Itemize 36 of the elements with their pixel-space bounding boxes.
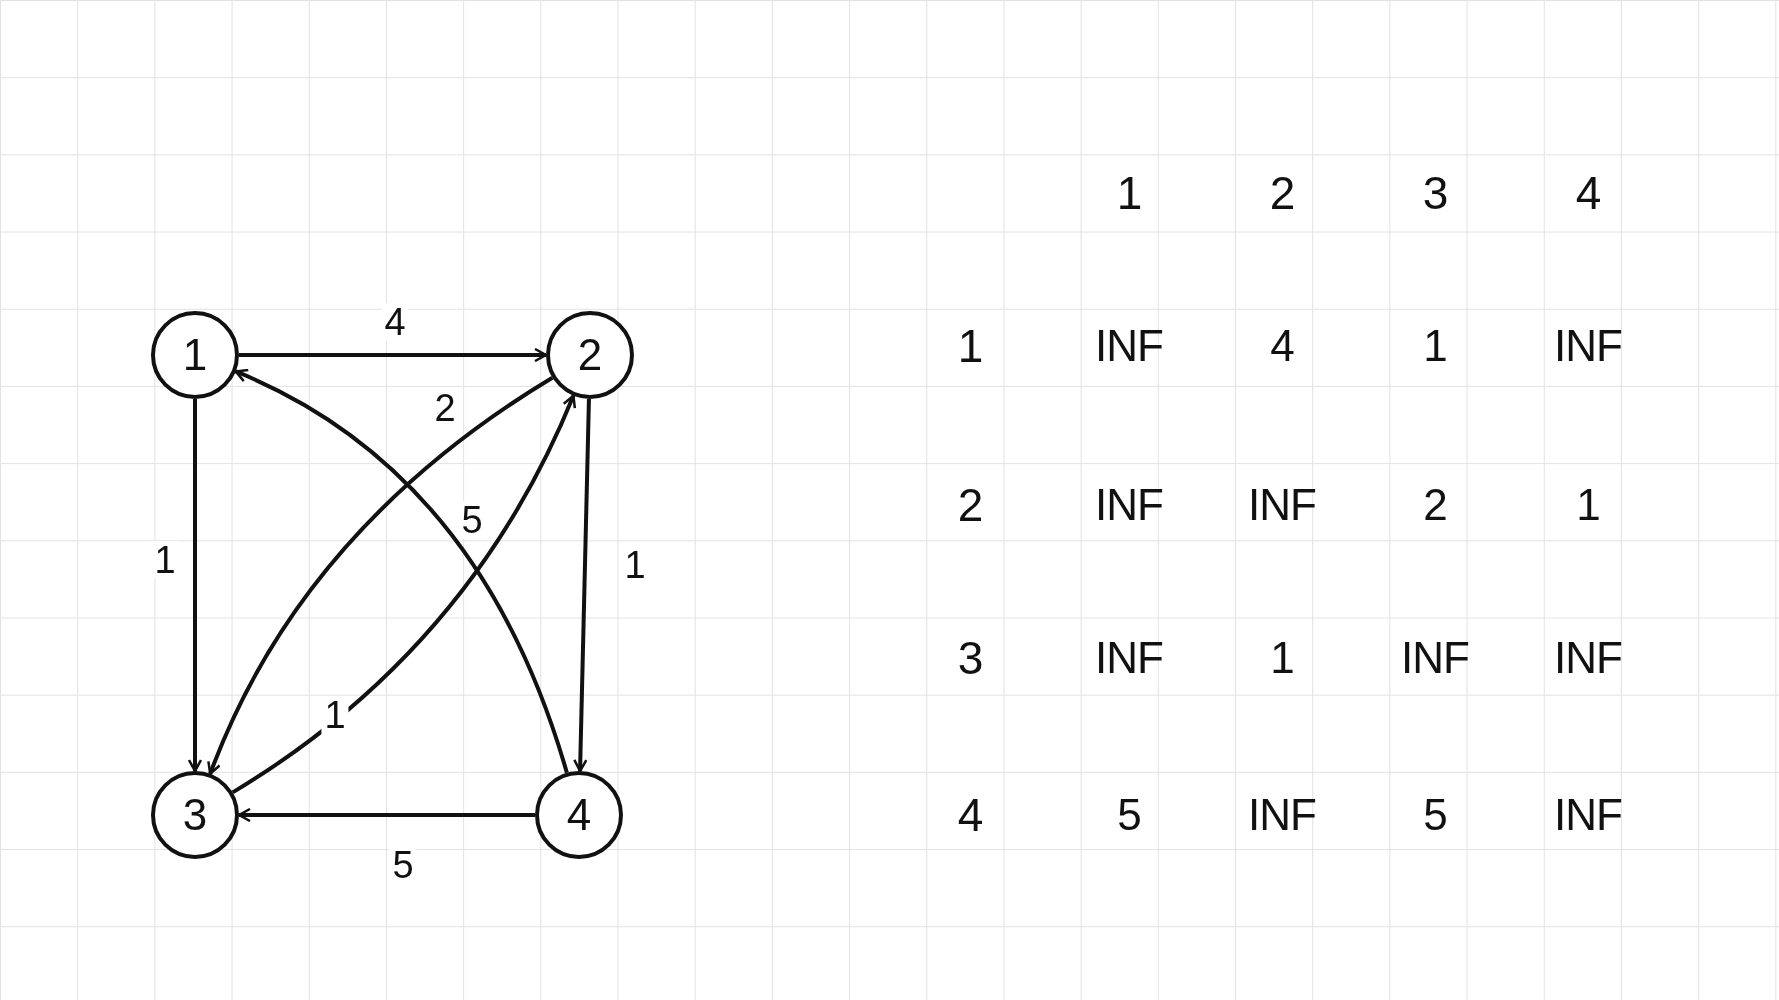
edge-label: 1 — [151, 541, 179, 579]
node-circle — [151, 771, 239, 859]
matrix-cell: 1 — [1576, 483, 1600, 527]
matrix-cell: INF — [1248, 793, 1316, 837]
row-header: 4 — [957, 792, 983, 838]
column-header: 4 — [1575, 170, 1601, 216]
node-circle — [151, 311, 239, 399]
matrix-cell: INF — [1554, 636, 1622, 680]
column-header: 2 — [1269, 170, 1295, 216]
matrix-cell: 1 — [1270, 636, 1294, 680]
matrix-cell: INF — [1248, 483, 1316, 527]
row-header: 3 — [957, 635, 983, 681]
column-header: 3 — [1422, 170, 1448, 216]
arrow — [573, 398, 591, 773]
arrow — [237, 807, 535, 823]
matrix-cell: 1 — [1423, 324, 1447, 368]
arrow — [239, 347, 548, 363]
matrix-cell: 4 — [1270, 324, 1294, 368]
edge-label: 4 — [381, 303, 409, 341]
node-label: 1 — [182, 330, 208, 380]
row-header: 2 — [957, 482, 983, 528]
node-label: 3 — [182, 790, 208, 840]
matrix-cell: INF — [1095, 636, 1163, 680]
matrix-cell: INF — [1554, 793, 1622, 837]
matrix-cell: INF — [1095, 324, 1163, 368]
matrix-cell: 5 — [1423, 793, 1447, 837]
column-header: 1 — [1116, 170, 1142, 216]
matrix-cell: INF — [1401, 636, 1469, 680]
node-label: 2 — [577, 330, 603, 380]
arrow — [187, 399, 203, 773]
matrix-cell: INF — [1095, 483, 1163, 527]
matrix-cell: 5 — [1117, 793, 1141, 837]
matrix-cell: 2 — [1423, 483, 1447, 527]
row-header: 1 — [957, 323, 983, 369]
node-label: 4 — [566, 790, 592, 840]
matrix-cell: INF — [1554, 324, 1622, 368]
